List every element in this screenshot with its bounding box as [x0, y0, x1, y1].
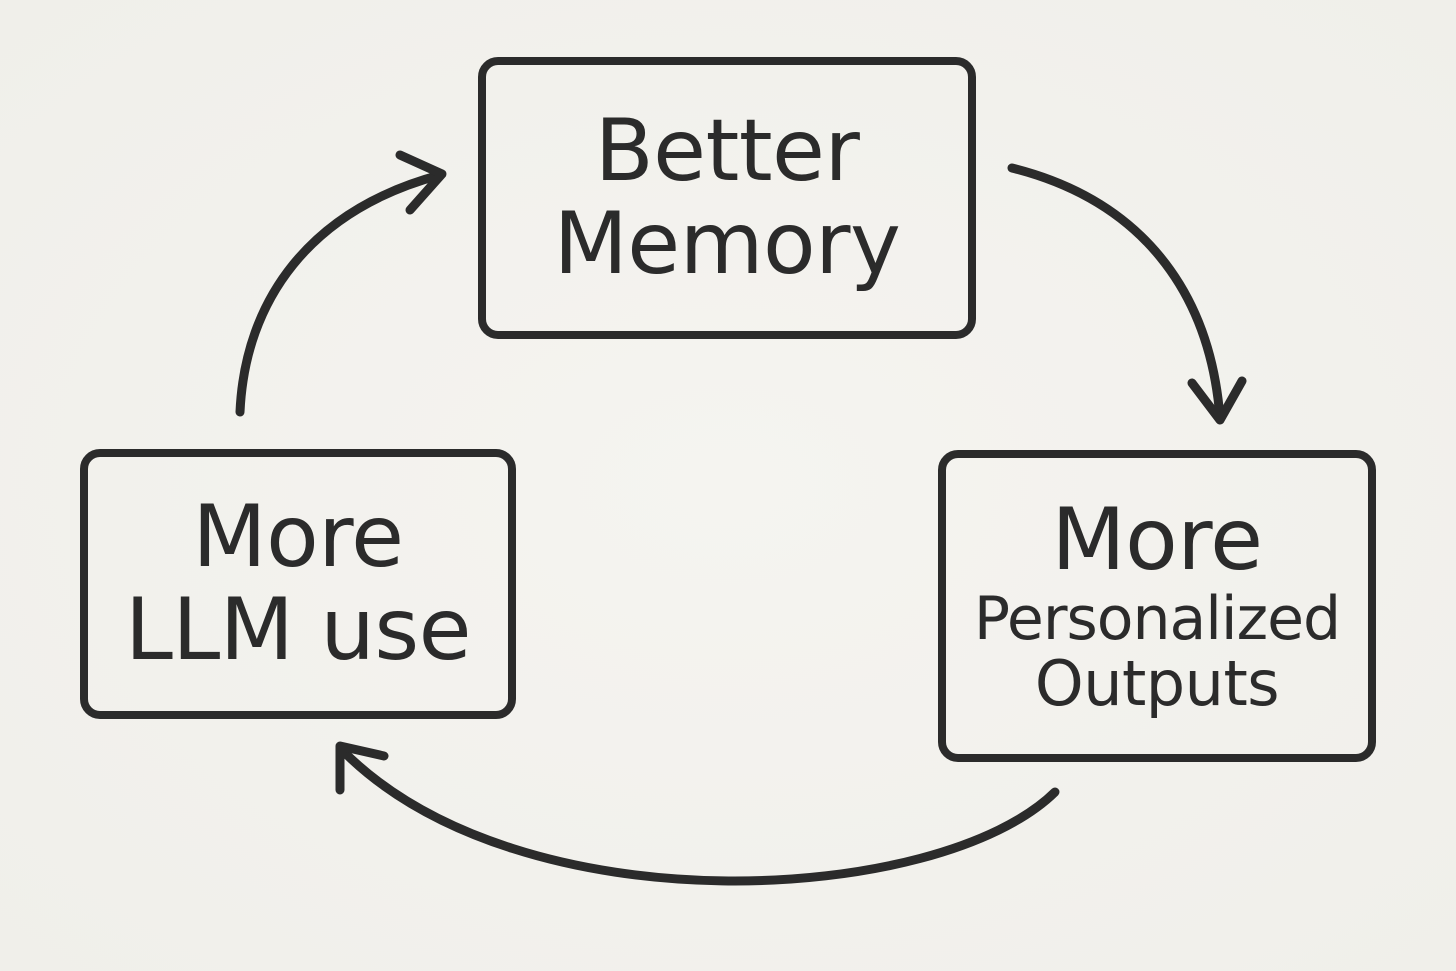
- node-better-memory-line1: Better: [594, 101, 860, 202]
- arrow-personalized-to-llm: [337, 745, 1060, 886]
- arrowhead-llm-to-memory: [395, 150, 447, 215]
- node-personalized-line2: Personalized: [973, 583, 1341, 654]
- node-better-memory-line2: Memory: [553, 194, 901, 294]
- node-more-llm-use-line1: More: [192, 487, 404, 588]
- arrow-memory-to-personalized: [1007, 163, 1225, 423]
- arrowhead-memory-to-personalized: [1187, 376, 1247, 425]
- node-personalized-line3: Outputs: [1034, 647, 1280, 721]
- node-more-personalized-outputs: More Personalized Outputs: [938, 450, 1376, 762]
- arrow-llm-to-memory: [235, 170, 445, 417]
- node-more-llm-use: More LLM use: [80, 449, 516, 719]
- node-more-llm-use-line2: LLM use: [124, 580, 472, 680]
- node-personalized-line1: More: [1051, 489, 1263, 590]
- arrowhead-personalized-to-llm: [335, 741, 389, 795]
- node-better-memory: Better Memory: [478, 57, 976, 339]
